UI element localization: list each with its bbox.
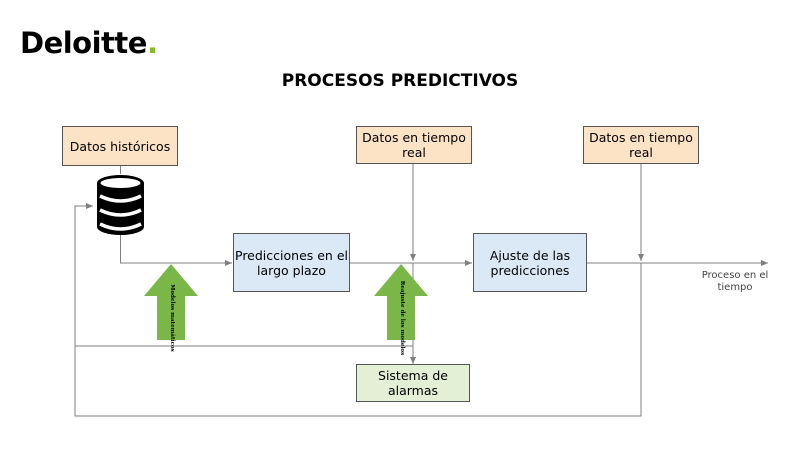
up-arrow-model-readjustment xyxy=(374,264,428,340)
box-realtime-data-2: Datos en tiempo real xyxy=(583,126,699,164)
page-title: PROCESOS PREDICTIVOS xyxy=(281,71,519,91)
database-icon xyxy=(97,175,144,235)
logo-text: Deloitte xyxy=(20,26,147,60)
model-readjustment-label: Reajuste de los modelos xyxy=(399,281,405,355)
box-long-term-predictions: Predicciones en el largo plazo xyxy=(233,233,350,292)
math-models-label: Modelos matemáticos xyxy=(169,284,176,351)
time-axis-label: Proceso en el tiempo xyxy=(701,270,769,293)
connector-db-to-predictions xyxy=(120,235,232,266)
feedback-outer-loop xyxy=(74,203,642,417)
box-prediction-adjustment: Ajuste de las predicciones xyxy=(473,233,587,292)
box-historical-data: Datos históricos xyxy=(62,126,178,166)
up-arrow-math-models xyxy=(144,264,198,340)
deloitte-logo: Deloitte. xyxy=(20,26,158,60)
logo-dot: . xyxy=(146,26,158,60)
box-realtime-data-1: Datos en tiempo real xyxy=(356,126,472,164)
box-alarm-system: Sistema de alarmas xyxy=(356,364,470,402)
